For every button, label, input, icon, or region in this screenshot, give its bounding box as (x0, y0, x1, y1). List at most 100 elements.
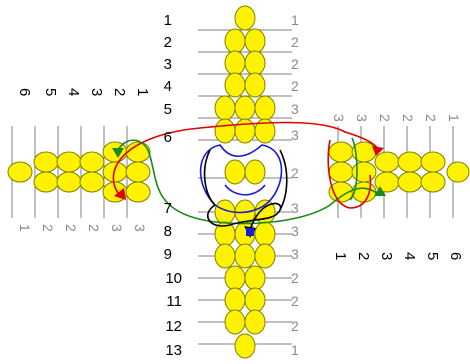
bead (254, 118, 276, 144)
bead (244, 287, 266, 313)
bead (254, 243, 276, 269)
black-thread-outline (203, 149, 288, 211)
row-number: 6 (164, 129, 172, 146)
bottom-arm-row-numbers: 7 8 9 10 11 12 13 (164, 200, 182, 359)
row-number: 10 (165, 270, 182, 287)
bead (244, 265, 266, 291)
bead (328, 161, 354, 183)
bead (33, 171, 59, 193)
bead-count: 3 (291, 246, 299, 262)
bead (244, 28, 266, 54)
bead (224, 287, 246, 313)
bead-count: 3 (354, 114, 370, 122)
blue-marker-center (246, 228, 254, 236)
row-number: 1 (332, 252, 349, 260)
green-thread (117, 139, 381, 225)
black-thread (207, 202, 282, 231)
bead (234, 333, 256, 359)
bead (224, 28, 246, 54)
bead (244, 72, 266, 98)
bead-count: 3 (291, 101, 299, 117)
row-number: 3 (378, 252, 395, 260)
row-number: 3 (88, 88, 105, 96)
right-arm-row-numbers: 1 2 3 4 5 6 (332, 252, 464, 260)
bead-count: 2 (291, 293, 299, 309)
bead (234, 95, 256, 121)
bead-count: 3 (291, 223, 299, 239)
bead (79, 151, 105, 173)
row-number: 4 (65, 88, 82, 96)
bead (351, 161, 377, 183)
bead (244, 309, 266, 335)
bead (224, 159, 246, 185)
bead-count: 3 (291, 127, 299, 143)
bead-count: 2 (423, 114, 439, 122)
bead-count: 3 (291, 200, 299, 216)
thread-arrows (112, 146, 386, 238)
red-thread (112, 121, 380, 197)
bead (374, 151, 400, 173)
row-number: 2 (111, 88, 128, 96)
bead-count: 2 (291, 78, 299, 94)
bead-count: 1 (17, 224, 33, 232)
red-thread-right-loop (327, 139, 372, 209)
bead (214, 95, 236, 121)
bead-count: 2 (291, 318, 299, 334)
bead (234, 5, 256, 31)
right-arm-bead-counts: 3 3 2 2 2 1 (331, 114, 462, 122)
bead (328, 141, 354, 163)
left-arm-bead-counts: 1 2 2 2 3 3 (17, 224, 148, 232)
red-arrow-left (114, 188, 126, 200)
bead-count: 2 (377, 114, 393, 122)
bead-count: 2 (291, 270, 299, 286)
row-number: 1 (134, 88, 151, 96)
bead (446, 161, 470, 183)
row-number: 4 (401, 252, 418, 260)
bead (397, 171, 423, 193)
bead (125, 161, 151, 183)
bead-count: 2 (400, 114, 416, 122)
row-number: 6 (16, 88, 33, 96)
bead (397, 151, 423, 173)
bead-count: 3 (132, 224, 148, 232)
row-number: 12 (165, 318, 182, 335)
bead (56, 171, 82, 193)
green-arrow-left (112, 148, 124, 158)
bead (56, 151, 82, 173)
row-number: 7 (164, 200, 172, 217)
bead-count: 2 (291, 34, 299, 50)
bead-count: 1 (291, 12, 299, 28)
row-number: 1 (164, 12, 172, 29)
green-thread-right-loop (349, 137, 358, 201)
top-arm-bead-counts: 1 2 2 2 3 3 (291, 12, 299, 143)
bead-count: 2 (291, 56, 299, 72)
bead (420, 151, 446, 173)
center-bead-count: 2 (291, 165, 299, 181)
row-number: 4 (164, 78, 172, 95)
bead (224, 72, 246, 98)
top-arm-row-numbers: 1 2 3 4 5 6 (164, 12, 172, 146)
bead (214, 118, 236, 144)
row-number: 8 (164, 223, 172, 240)
row-number: 5 (42, 88, 59, 96)
row-number: 5 (164, 101, 172, 118)
left-arm-row-numbers: 1 2 3 4 5 6 (16, 88, 151, 96)
bottom-arm-bead-counts: 3 3 3 2 2 2 1 (291, 200, 299, 358)
bead (7, 161, 33, 183)
bead (79, 171, 105, 193)
bead (254, 95, 276, 121)
bead-count: 1 (446, 114, 462, 122)
bead (244, 159, 266, 185)
row-number: 6 (447, 252, 464, 260)
blue-thread (199, 144, 283, 214)
thread-paths (112, 121, 381, 231)
bead (234, 118, 256, 144)
bead-count: 1 (291, 342, 299, 358)
bead (234, 243, 256, 269)
bead-count: 2 (40, 224, 56, 232)
bead-count: 2 (86, 224, 102, 232)
bead (224, 265, 246, 291)
row-number: 5 (424, 252, 441, 260)
